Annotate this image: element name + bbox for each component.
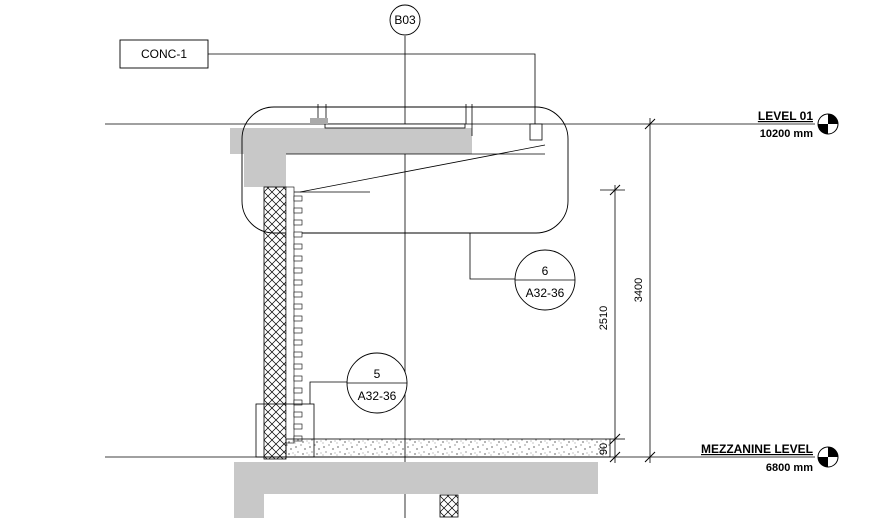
wall-rib [293, 399, 303, 406]
wall-rib [293, 351, 303, 358]
wall-rib [293, 327, 303, 334]
wall-rib [293, 387, 303, 394]
dim-overall-tick-top [644, 118, 656, 130]
detail-5-number: 5 [374, 367, 381, 381]
mezzanine-slab [234, 462, 598, 494]
mezzanine-level-name: MEZZANINE LEVEL [701, 442, 813, 456]
upper-slab [230, 128, 472, 154]
wall-rib [293, 243, 303, 250]
detail-6-number: 6 [542, 264, 549, 278]
dim-clear-text: 2510 [598, 306, 610, 330]
wall-lining [285, 186, 295, 444]
wall-rib [293, 219, 303, 226]
wall-rib [293, 339, 303, 346]
upper-beam [244, 154, 286, 187]
wall-rib [293, 315, 303, 322]
column-below [439, 494, 459, 518]
tag-leader [208, 53, 536, 124]
detail-5-sheet: A32-36 [358, 389, 397, 403]
dim-clear-tick-top [609, 184, 621, 196]
wall-rib [293, 207, 303, 214]
wall-rib [293, 303, 303, 310]
floor-finish-01 [324, 123, 466, 129]
wall-rib [293, 375, 303, 382]
dim-overall-tick-bottom [644, 451, 656, 463]
level-01-elevation: 10200 mm [760, 128, 813, 140]
wall-rib [293, 279, 303, 286]
level-target-icon [817, 113, 839, 135]
level-01-name: LEVEL 01 [758, 109, 813, 123]
wall-rib [293, 363, 303, 370]
detail-cloud [241, 106, 569, 234]
edge-trim [529, 123, 543, 141]
mezzanine-beam [234, 494, 264, 518]
railing-base [310, 118, 328, 124]
dim-overall-text: 3400 [633, 278, 645, 302]
wall-rib [293, 195, 303, 202]
mezzanine-screed [285, 438, 611, 458]
wall-rib [293, 423, 303, 430]
dim-clear-tick-bottom [609, 451, 621, 463]
tag-label: CONC-1 [141, 47, 187, 61]
grid-bubble-b03 [389, 4, 421, 36]
ceiling-slope-line [299, 144, 546, 193]
tag-box [119, 39, 209, 69]
level-target-icon [817, 446, 839, 468]
mezzanine-level-elevation: 6800 mm [766, 462, 813, 474]
wall-rib [293, 231, 303, 238]
dim-slab-text: 90 [598, 443, 610, 455]
wall-rib [293, 255, 303, 262]
detail-6-leader [469, 233, 515, 280]
wall-rib [293, 411, 303, 418]
wall-ribs [293, 195, 303, 442]
wall-rib [293, 267, 303, 274]
detail-5-leader [309, 381, 347, 404]
wall-base [255, 403, 315, 458]
grid-label: B03 [394, 13, 416, 27]
blockwork-wall [263, 186, 287, 460]
detail-6-sheet: A32-36 [526, 286, 565, 300]
wall-rib [293, 291, 303, 298]
